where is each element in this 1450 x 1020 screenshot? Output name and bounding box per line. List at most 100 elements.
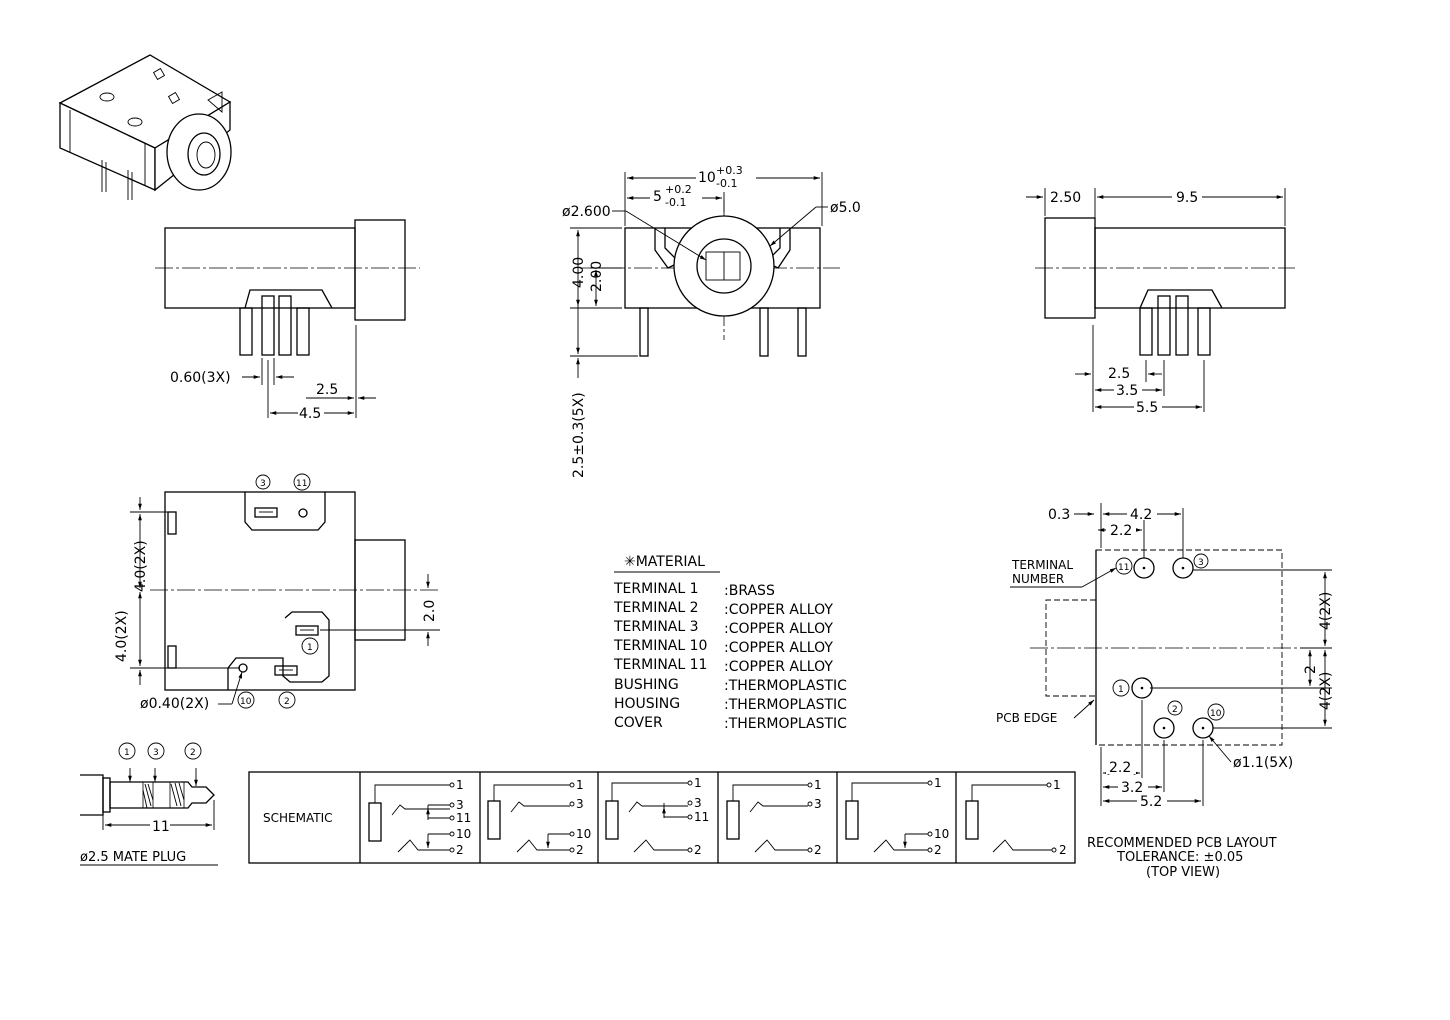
pcb-caption-2: TOLERANCE: ±0.05 <box>1116 850 1243 865</box>
cell1-t2: 2 <box>456 843 464 857</box>
dim-3-5: 3.5 <box>1116 383 1138 399</box>
outer-diameter-dim: ø5.0 <box>830 200 861 216</box>
plug-num-1: 1 <box>124 748 130 758</box>
body-length-dim: 9.5 <box>1176 190 1198 206</box>
dim-2-0: 2.0 <box>422 600 438 622</box>
front-view: 10 +0.3 -0.1 5 +0.2 -0.1 ø2.600 ø5.0 4.0… <box>562 164 861 478</box>
material-title: ✳MATERIAL <box>624 554 705 570</box>
dim-4-0-upper: 4.0(2X) <box>133 540 149 592</box>
bushing-dim: 2.50 <box>1050 190 1081 206</box>
schematic-cell-4: 1 3 2 <box>726 778 822 857</box>
bottom-term-3: 3 <box>260 479 266 489</box>
material-value: :THERMOPLASTIC <box>724 697 847 713</box>
cell6-t2: 2 <box>1059 843 1067 857</box>
material-value: :COPPER ALLOY <box>724 602 833 618</box>
material-part: TERMINAL 3 <box>613 619 699 635</box>
cell1-t11: 11 <box>456 811 471 825</box>
width-tol-minus: -0.1 <box>716 177 737 190</box>
bottom-view: 3 11 1 10 2 4.0(2X) 4.0(2X) 2.0 ø0.40(2X… <box>114 473 440 712</box>
plug-num-3: 3 <box>153 748 159 758</box>
material-part: TERMINAL 1 <box>613 581 699 597</box>
pcb-caption-1: RECOMMENDED PCB LAYOUT <box>1087 836 1277 851</box>
pcb-num-1: 1 <box>1118 685 1124 695</box>
cell6-t1: 1 <box>1053 778 1061 792</box>
width-dim: 10 <box>698 170 716 186</box>
mate-plug: 1 3 2 11 ø2.5 MATE PLUG <box>80 742 218 866</box>
dim-3-2: 3.2 <box>1121 780 1143 796</box>
material-part: COVER <box>614 715 663 731</box>
pcb-layout: 11 3 1 2 10 TERMINAL NUMBER PCB EDGE 0.3… <box>996 503 1334 880</box>
schematic-cell-5: 1 10 2 <box>845 776 949 857</box>
half-width-dim: 5 <box>653 189 662 205</box>
material-table: ✳MATERIAL TERMINAL 1 :BRASS TERMINAL 2 :… <box>613 554 847 732</box>
material-part: TERMINAL 11 <box>613 657 707 673</box>
pcb-edge-label: PCB EDGE <box>996 711 1057 725</box>
pcb-num-2: 2 <box>1172 705 1178 715</box>
schematic-label: SCHEMATIC <box>263 811 332 825</box>
pin-length-dim: 2.5±0.3(5X) <box>571 392 587 478</box>
height-dim: 4.00 <box>571 257 587 288</box>
terminal-number-label-2: NUMBER <box>1012 572 1064 586</box>
dim-2-pcb: 2 <box>1303 665 1319 674</box>
cell2-t10: 10 <box>576 827 591 841</box>
material-value: :COPPER ALLOY <box>724 640 833 656</box>
cell3-t2: 2 <box>694 843 702 857</box>
side-view-left: 0.60(3X) 2.5 4.5 <box>155 219 420 422</box>
dim-2-5-left: 2.5 <box>316 382 338 398</box>
schematic-cell-1: 1 3 11 10 2 <box>368 778 471 857</box>
cell2-t1: 1 <box>576 778 584 792</box>
pcb-hole-dim: ø1.1(5X) <box>1233 755 1293 771</box>
cell4-t3: 3 <box>814 797 822 811</box>
bottom-term-1: 1 <box>307 643 313 653</box>
bottom-term-2: 2 <box>284 697 290 707</box>
dim-2-2-bottom: 2.2 <box>1109 760 1131 776</box>
pin-width-dim: 0.60(3X) <box>170 370 231 386</box>
width-tol-plus: +0.3 <box>716 164 743 177</box>
terminal-number-label-1: TERMINAL <box>1011 558 1073 572</box>
dim-4-0-lower: 4.0(2X) <box>114 610 130 662</box>
plug-num-2: 2 <box>190 748 196 758</box>
cell4-t1: 1 <box>814 778 822 792</box>
material-part: TERMINAL 2 <box>613 600 699 616</box>
half-tol-minus: -0.1 <box>665 196 686 209</box>
material-rows: TERMINAL 1 :BRASS TERMINAL 2 :COPPER ALL… <box>613 581 847 732</box>
plug-length-dim: 11 <box>152 819 170 835</box>
bottom-term-11: 11 <box>296 479 307 489</box>
dim-4-2: 4.2 <box>1130 507 1152 523</box>
schematic-cell-3: 1 3 11 2 <box>605 776 709 857</box>
dim-2-2-top: 2.2 <box>1110 523 1132 539</box>
material-value: :COPPER ALLOY <box>724 621 833 637</box>
plug-caption: ø2.5 MATE PLUG <box>80 850 186 865</box>
cell1-t3: 3 <box>456 798 464 812</box>
pcb-num-3: 3 <box>1198 558 1204 568</box>
dim-0-3: 0.3 <box>1048 507 1070 523</box>
cell2-t2: 2 <box>576 843 584 857</box>
schematic-table: SCHEMATIC 1 3 11 10 2 <box>248 771 1076 864</box>
cell3-t11: 11 <box>694 810 709 824</box>
material-part: HOUSING <box>614 696 680 712</box>
cell5-t10: 10 <box>934 827 949 841</box>
dim-2-5-right: 2.5 <box>1108 366 1130 382</box>
cell2-t3: 3 <box>576 797 584 811</box>
bottom-term-10: 10 <box>240 697 252 707</box>
cell4-t2: 2 <box>814 843 822 857</box>
pcb-num-11: 11 <box>1118 563 1129 573</box>
dim-5-2: 5.2 <box>1140 794 1162 810</box>
half-tol-plus: +0.2 <box>665 183 692 196</box>
cell3-t1: 1 <box>694 776 702 790</box>
material-part: TERMINAL 10 <box>613 638 707 654</box>
cell3-t3: 3 <box>694 796 702 810</box>
pcb-num-10: 10 <box>1210 709 1222 719</box>
pcb-caption-3: (TOP VIEW) <box>1146 865 1220 880</box>
inner-diameter-dim: ø2.600 <box>562 204 611 220</box>
material-part: BUSHING <box>614 677 679 693</box>
schematic-cell-2: 1 3 10 2 <box>487 778 591 857</box>
schematic-cell-6: 1 2 <box>965 778 1067 857</box>
material-value: :THERMOPLASTIC <box>724 678 847 694</box>
half-height-dim: 2.00 <box>589 261 605 292</box>
material-value: :THERMOPLASTIC <box>724 716 847 732</box>
hole-dia-dim: ø0.40(2X) <box>140 696 209 712</box>
cell5-t2: 2 <box>934 843 942 857</box>
dim-4-5: 4.5 <box>299 406 321 422</box>
